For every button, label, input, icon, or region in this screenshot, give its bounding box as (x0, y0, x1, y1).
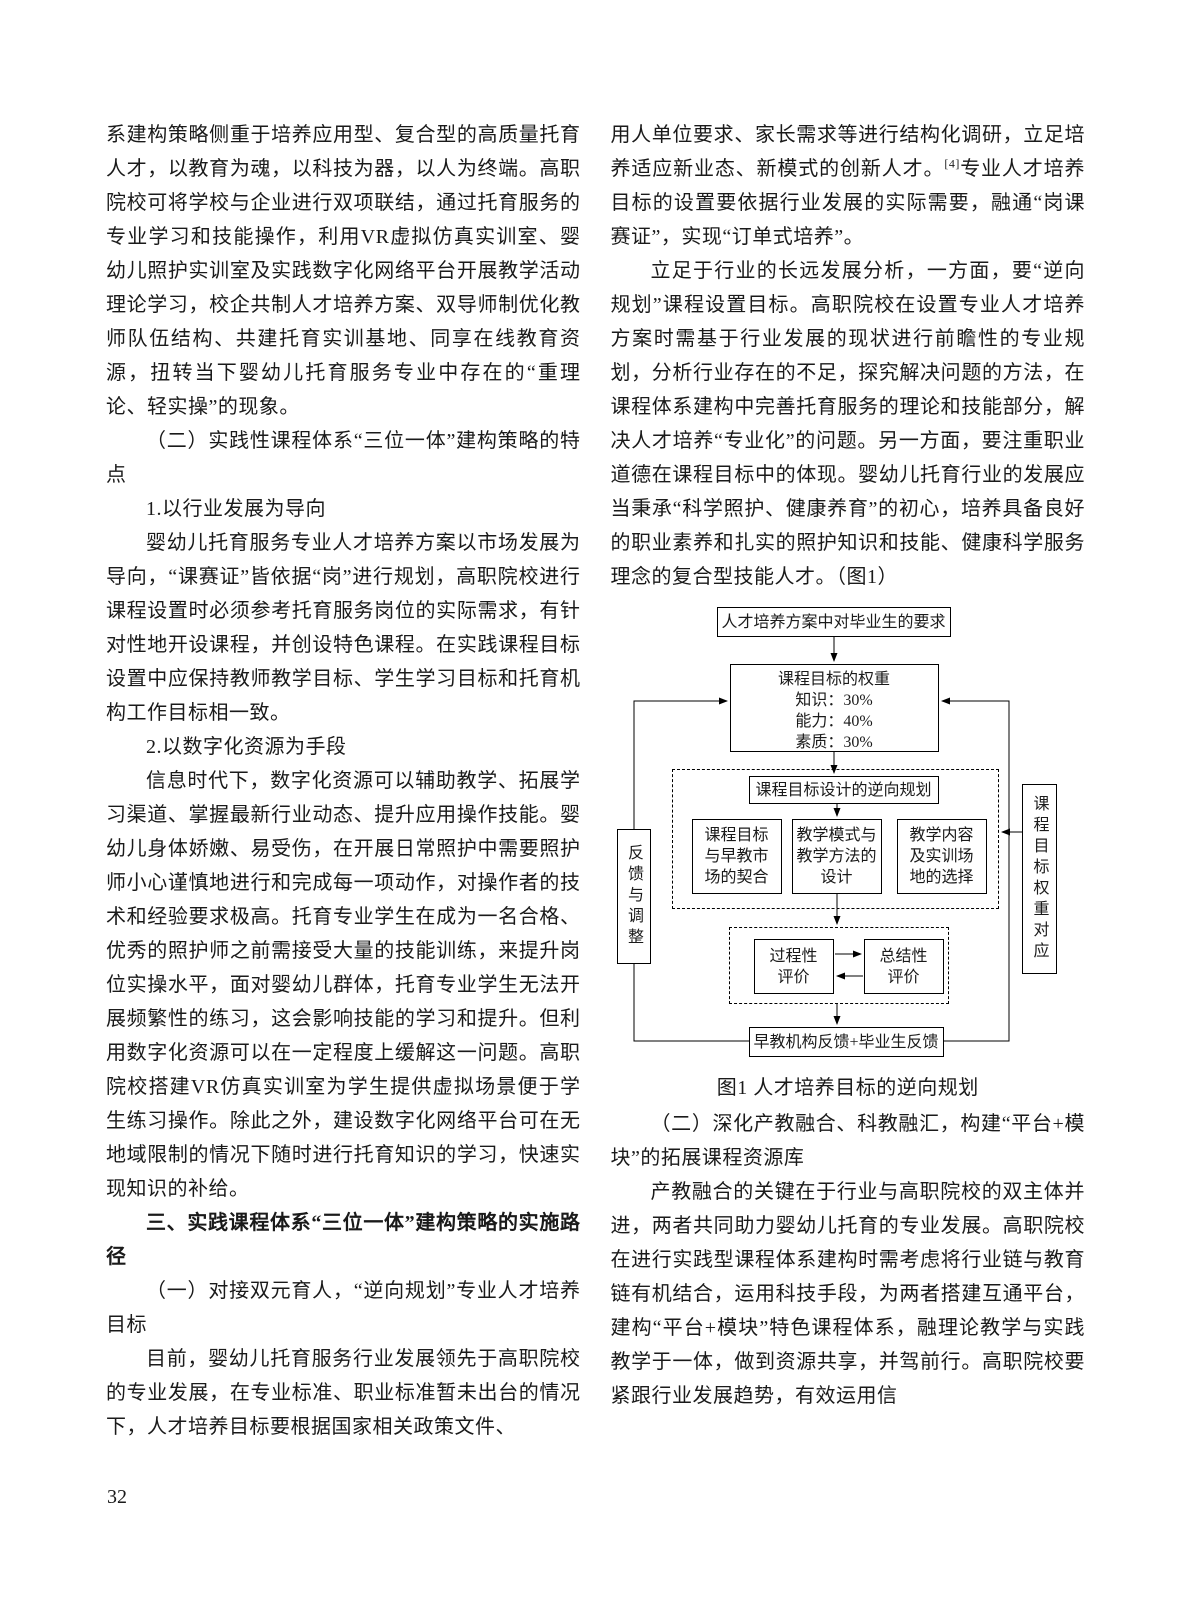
flow-node-teaching-design: 教学模式与 教学方法的 设计 (791, 819, 882, 894)
flowchart-connectors (633, 636, 1022, 1042)
flow-node-reverse-planning-title: 课程目标设计的逆向规划 (748, 776, 939, 804)
flow-node-weight-correspondence: 课程目标权重对应 (1021, 784, 1057, 974)
paragraph: 婴幼儿托育服务专业人才培养方案以市场发展为导向，“课赛证”皆依据“岗”进行规划，… (106, 532, 581, 724)
citation-marker: [4] (944, 156, 960, 171)
two-column-content: 系建构策略侧重于培养应用型、复合型的高质量托育人才，以教育为魂，以科技为器，以人… (106, 118, 1086, 1444)
flow-node-objective-weights: 课程目标的权重 知识：30% 能力：40% 素质：30% (729, 664, 939, 752)
flow-node-graduate-requirements: 人才培养方案中对毕业生的要求 (716, 607, 951, 637)
paragraph-text: 专业人才培养目标的设置要依据行业发展的实际需要，融通“岗课赛证”，实现“订单式培… (610, 158, 1086, 248)
section-heading: （二）实践性课程体系“三位一体”建构策略的特点 (106, 430, 581, 486)
flow-node-feedback-adjust: 反馈与调整 (616, 829, 651, 964)
flow-group-reverse-planning (671, 769, 999, 909)
flow-node-market-fit: 课程目标 与早教市 场的契合 (691, 819, 782, 894)
weights-title: 课程目标的权重 (777, 671, 890, 688)
sub-heading: 1.以行业发展为导向 (146, 498, 326, 520)
paragraph: 系建构策略侧重于培养应用型、复合型的高质量托育人才，以教育为魂，以科技为器，以人… (106, 124, 581, 418)
paragraph: 产教融合的关键在于行业与高职院校的双主体并进，两者共同助力婴幼儿托育的专业发展。… (610, 1181, 1085, 1407)
flow-node-content-venue: 教学内容 及实训场 地的选择 (896, 819, 987, 894)
paragraph: 目前，婴幼儿托育服务行业发展领先于高职院校的专业发展，在专业标准、职业标准暂未出… (106, 1348, 581, 1438)
figure-caption: 图1 人才培养目标的逆向规划 (716, 1077, 979, 1099)
paragraph: 立足于行业的长远发展分析，一方面，要“逆向规划”课程设置目标。高职院校在设置专业… (610, 260, 1085, 588)
left-column: 系建构策略侧重于培养应用型、复合型的高质量托育人才，以教育为魂，以科技为器，以人… (106, 118, 581, 1444)
section-heading: （一）对接双元育人，“逆向规划”专业人才培养目标 (106, 1280, 581, 1336)
section-heading: （二）深化产教融合、科教融汇，构建“平台+模块”的拓展课程资源库 (610, 1113, 1085, 1169)
paragraph: 用人单位要求、家长需求等进行结构化调研，立足培养适应新业态、新模式的创新人才。[… (611, 118, 1086, 254)
right-column: 用人单位要求、家长需求等进行结构化调研，立足培养适应新业态、新模式的创新人才。[… (611, 118, 1086, 1444)
page-number: 32 (107, 1486, 127, 1508)
weight-knowledge: 知识：30% (795, 692, 873, 709)
sub-heading: 2.以数字化资源为手段 (146, 736, 347, 758)
figure-1-flowchart: 人才培养方案中对毕业生的要求 课程目标的权重 知识：30% 能力：40% 素质：… (611, 602, 1087, 1067)
weight-quality: 素质：30% (795, 734, 873, 751)
chapter-heading: 三、实践课程体系“三位一体”建构策略的实施路径 (106, 1212, 581, 1268)
flow-node-feedback-sources: 早教机构反馈+毕业生反馈 (748, 1027, 944, 1057)
flow-node-process-evaluation: 过程性 评价 (753, 939, 834, 994)
paragraph-text: 用人单位要求、家长需求等进行结构化调研，立足培养适应新业态、新模式的创新人才。 (610, 124, 1085, 180)
flow-node-summary-evaluation: 总结性 评价 (863, 939, 944, 994)
paragraph: 信息时代下，数字化资源可以辅助教学、拓展学习渠道、掌握最新行业动态、提升应用操作… (106, 770, 581, 1200)
flow-group-evaluation (728, 927, 949, 1004)
weight-ability: 能力：40% (795, 713, 873, 730)
